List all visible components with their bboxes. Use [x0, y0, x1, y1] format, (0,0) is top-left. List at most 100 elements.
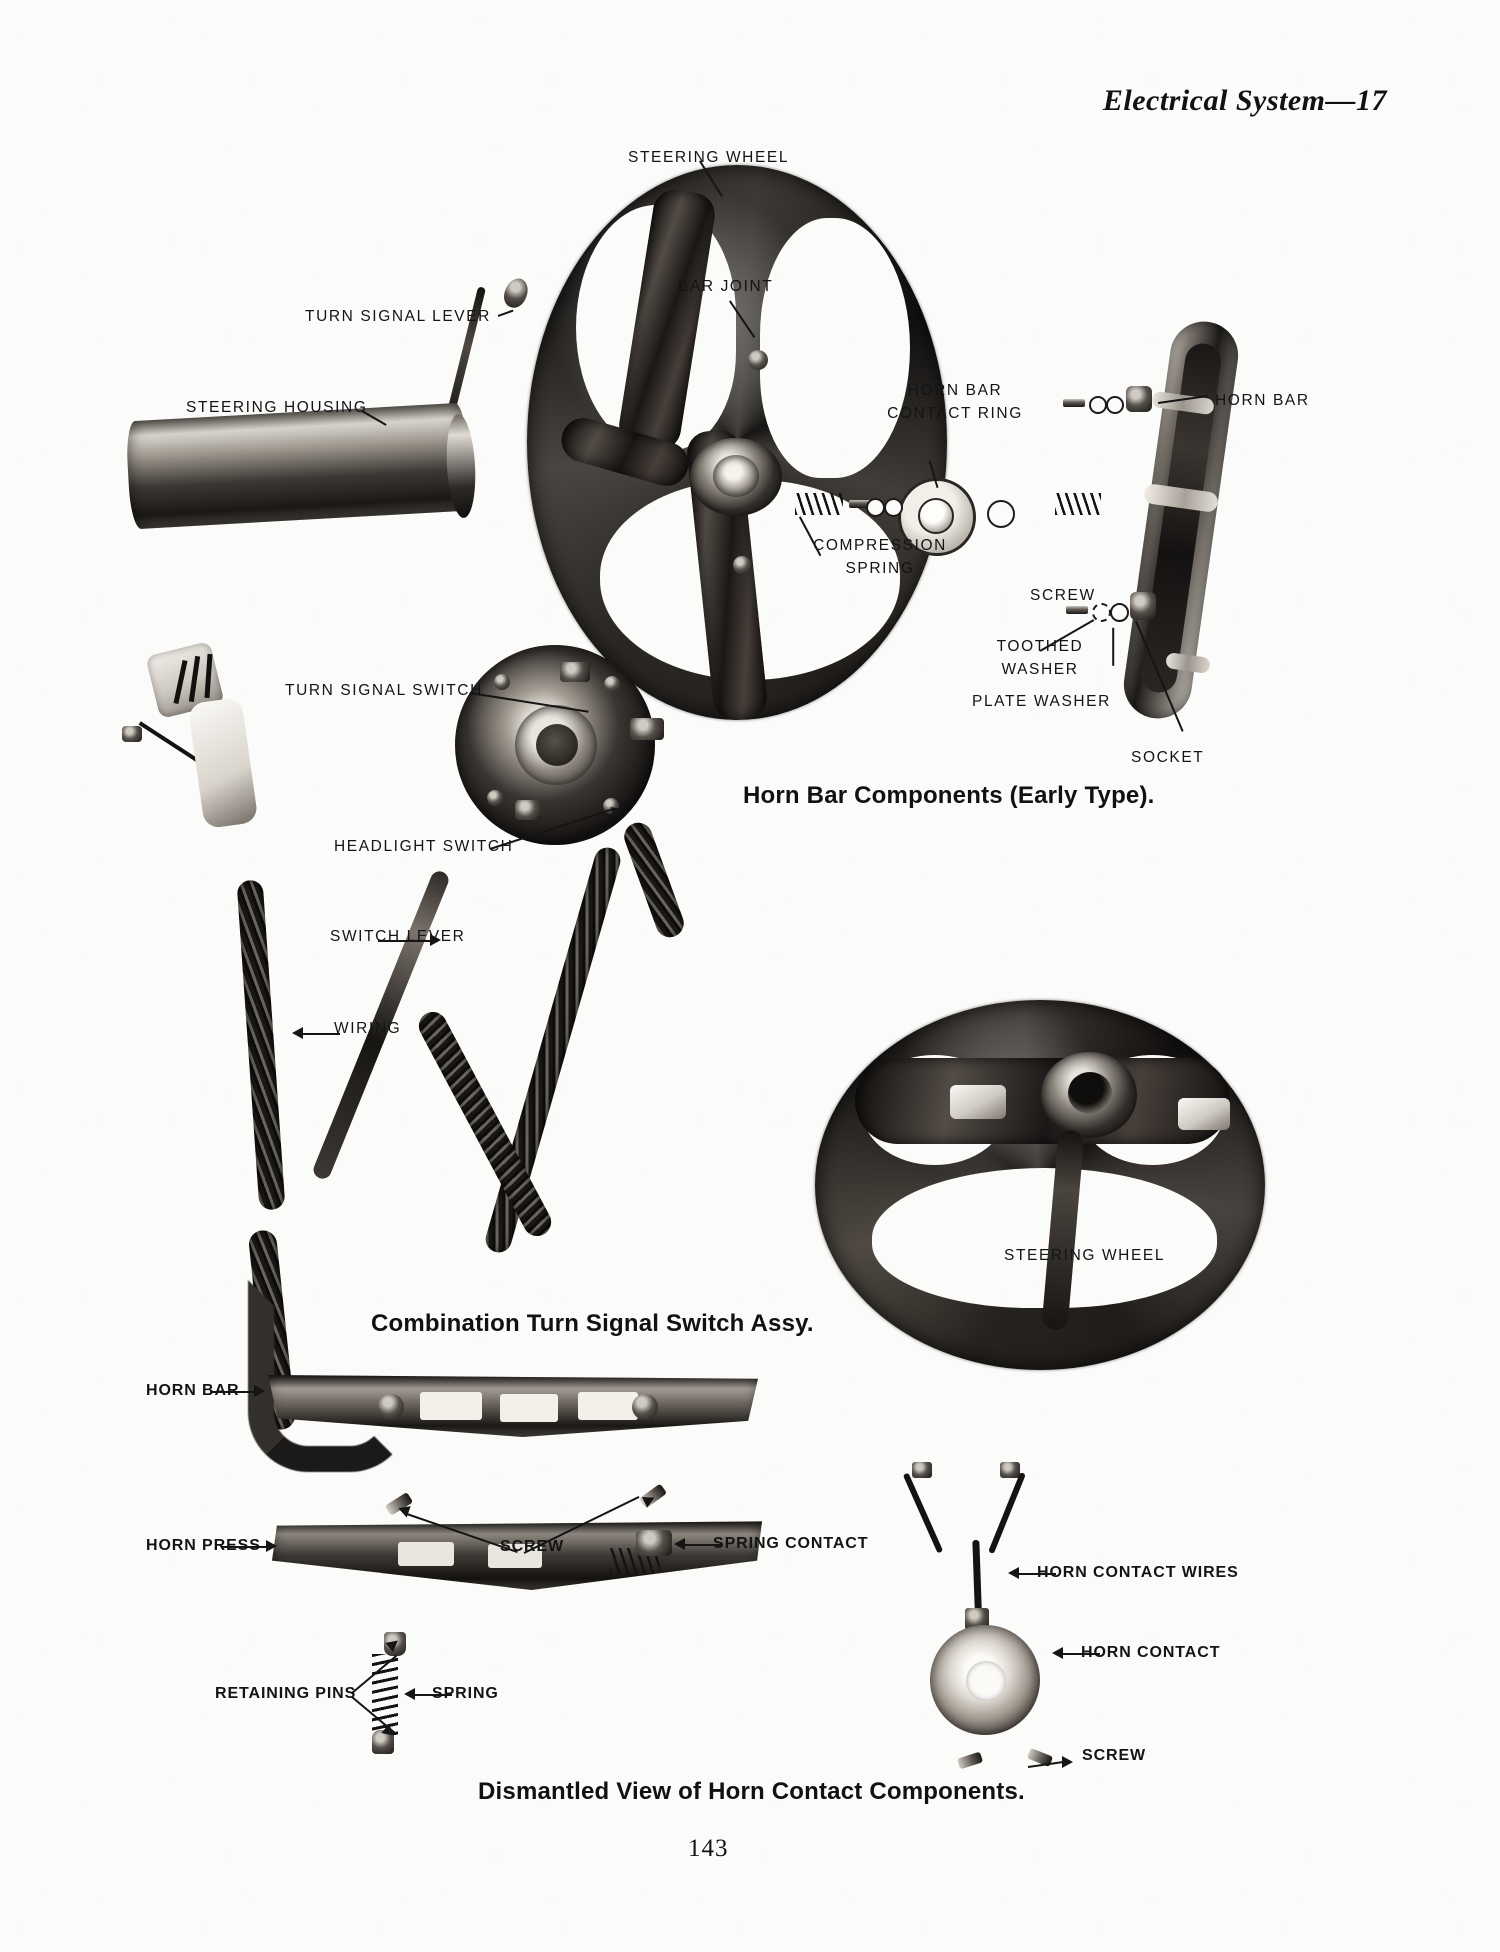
- label-retaining-pins: RETAINING PINS: [215, 1685, 357, 1702]
- leader-spring-contact: [678, 1544, 722, 1546]
- label-horn-press: HORN PRESS: [146, 1537, 261, 1554]
- spring-contact-photo: [636, 1530, 672, 1556]
- label-steering-housing: STEERING HOUSING: [186, 399, 368, 416]
- label-bar-joint: BAR JOINT: [678, 278, 774, 295]
- caption-horn-contact-components: Dismantled View of Horn Contact Componen…: [478, 1778, 1025, 1805]
- switch-terminal-right: [630, 718, 664, 740]
- label-wiring: WIRING: [334, 1020, 402, 1037]
- label-horn-contact: HORN CONTACT: [1081, 1644, 1221, 1661]
- contact-ring-screw-left: [849, 500, 873, 508]
- horn-bar-window-right: [578, 1392, 638, 1420]
- caption-combination-turn-signal-switch: Combination Turn Signal Switch Assy.: [371, 1310, 814, 1337]
- label-screw-right: SCREW: [1030, 587, 1096, 604]
- horn-bar-screw-bottom: [1066, 606, 1088, 614]
- label-horn-bar-bottom: HORN BAR: [146, 1382, 240, 1399]
- steering-wheel-late-chrome-insert-left: [950, 1085, 1006, 1119]
- switch-terminal-upper: [560, 662, 590, 682]
- leader-horn-bar-bottom: [210, 1391, 258, 1393]
- horn-contact-bore: [966, 1661, 1006, 1701]
- arrow-screw-contact: [1062, 1756, 1073, 1768]
- horn-bar-window-center: [500, 1394, 558, 1422]
- label-horn-bar-contact-ring-line2: CONTACT RING: [887, 405, 1023, 422]
- wiring-loom-left: [236, 879, 286, 1211]
- page-header: Electrical System—17: [1102, 84, 1387, 117]
- wire-sheath-left: [187, 696, 259, 830]
- switch-screw-b: [604, 676, 620, 692]
- label-compression-spring-line2: SPRING: [845, 560, 915, 577]
- label-switch-lever: SWITCH LEVER: [330, 928, 466, 945]
- leader-turn-signal-lever: [497, 309, 514, 317]
- leader-switch-lever: [378, 940, 434, 942]
- steering-wheel-right-aperture: [760, 218, 910, 478]
- turn-signal-lever-knob: [500, 274, 532, 312]
- wiring-loom-descending: [482, 844, 624, 1256]
- toothed-washer-photo: [1092, 603, 1111, 622]
- horn-bar-screw-top: [1063, 399, 1085, 407]
- arrow-switch-lever: [430, 934, 441, 946]
- switch-terminal-lower: [515, 800, 541, 820]
- horn-contact-connector: [965, 1608, 989, 1630]
- contact-ring-washer-a: [866, 498, 885, 517]
- label-plate-washer: PLATE WASHER: [972, 693, 1111, 710]
- wiring-loom-upper: [620, 818, 688, 942]
- arrow-horn-bar-bottom: [254, 1385, 265, 1397]
- arrow-horn-contact-wires: [1008, 1567, 1019, 1579]
- horn-press-window-left: [398, 1542, 454, 1566]
- bar-joint-fastener: [748, 350, 768, 370]
- label-spring-contact: SPRING CONTACT: [713, 1535, 869, 1552]
- socket-photo: [1130, 592, 1156, 620]
- plate-washer-photo: [1110, 603, 1129, 622]
- label-socket: SOCKET: [1131, 749, 1205, 766]
- spoke-lower-fastener: [733, 556, 751, 574]
- horn-bar-contact-ring-inner: [918, 498, 954, 534]
- arrow-wiring: [292, 1027, 303, 1039]
- label-screw-bottom: SCREW: [500, 1538, 565, 1555]
- label-toothed-washer-line1: TOOTHED: [996, 638, 1084, 655]
- switch-screw-a: [494, 674, 510, 690]
- arrow-spring-contact: [674, 1538, 685, 1550]
- arrow-spring: [404, 1688, 415, 1700]
- leader-horn-press: [222, 1546, 270, 1548]
- steering-wheel-hub-center: [713, 455, 759, 497]
- horn-bar-washer-top-b: [1106, 396, 1124, 414]
- horn-contact-screw-left: [956, 1751, 984, 1770]
- compression-spring-right-photo: [1055, 493, 1101, 515]
- leader-wiring: [296, 1033, 340, 1035]
- leader-horn-contact: [1056, 1653, 1100, 1655]
- socket-top-photo: [1126, 386, 1152, 412]
- contact-ring-washer-b: [884, 498, 903, 517]
- steering-housing-photo: [125, 402, 471, 530]
- label-screw-contact: SCREW: [1082, 1747, 1147, 1764]
- steering-wheel-late-chrome-insert-right: [1178, 1098, 1230, 1130]
- switch-screw-c: [487, 790, 503, 806]
- caption-horn-bar-components: Horn Bar Components (Early Type).: [743, 782, 1155, 809]
- arrow-horn-contact: [1052, 1647, 1063, 1659]
- switch-center-bore: [536, 724, 578, 766]
- retaining-pin-upper: [384, 1632, 406, 1656]
- label-steering-wheel-mid: STEERING WHEEL: [1004, 1247, 1166, 1264]
- horn-bar-washer-top-a: [1089, 396, 1107, 414]
- label-compression-spring-line1: COMPRESSION: [813, 537, 947, 554]
- horn-contact-terminal-left: [912, 1462, 932, 1478]
- label-turn-signal-lever: TURN SIGNAL LEVER: [305, 308, 491, 325]
- label-horn-bar-right: HORN BAR: [1215, 392, 1310, 409]
- leader-spring: [408, 1694, 452, 1696]
- page-number: 143: [688, 1835, 729, 1862]
- label-horn-contact-wires: HORN CONTACT WIRES: [1037, 1564, 1239, 1581]
- label-turn-signal-switch: TURN SIGNAL SWITCH: [285, 682, 483, 699]
- label-horn-bar-contact-ring-line1: HORN BAR: [907, 382, 1003, 399]
- compression-spring-left-photo: [795, 493, 843, 515]
- horn-contact-wire-right: [988, 1472, 1026, 1554]
- horn-contact-wire-left: [902, 1472, 944, 1554]
- steering-wheel-late-hub-center: [1068, 1072, 1112, 1114]
- leader-horn-contact-wires: [1012, 1573, 1056, 1575]
- label-headlight-switch: HEADLIGHT SWITCH: [334, 838, 514, 855]
- contact-ring-washer: [987, 500, 1015, 528]
- label-toothed-washer-line2: WASHER: [1001, 661, 1079, 678]
- label-spring: SPRING: [432, 1685, 499, 1702]
- wire-terminal-left: [122, 726, 142, 742]
- horn-contact-terminal-right: [1000, 1462, 1020, 1478]
- arrow-horn-press: [266, 1540, 277, 1552]
- horn-bar-boss-right: [632, 1394, 658, 1420]
